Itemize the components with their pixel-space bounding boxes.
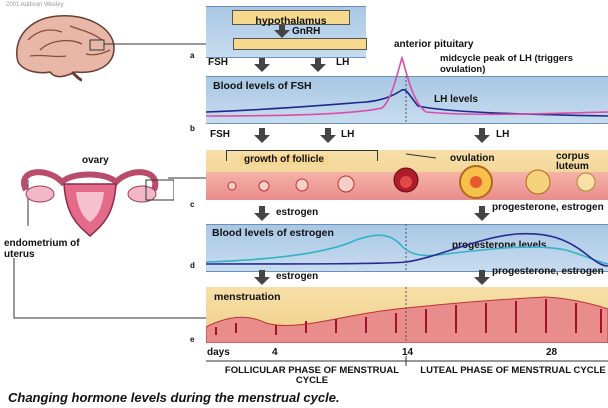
letter-d: d [190, 262, 195, 270]
down-arrow-icon [474, 213, 490, 221]
hypothalamus-box: hypothalamus [232, 10, 350, 25]
uterus-icon [6, 160, 174, 240]
estrogen-progesterone-graph [206, 224, 608, 270]
lh-label-left: LH [341, 130, 354, 140]
estrogen-label-c: estrogen [276, 208, 318, 218]
down-arrow-icon [474, 135, 490, 143]
letter-a: a [190, 52, 194, 60]
luteal-phase-label: LUTEAL PHASE OF MENSTRUAL CYCLE [418, 366, 608, 376]
down-arrow-icon [254, 213, 270, 221]
prog-estrogen-label-d: progesterone, estrogen [492, 267, 608, 277]
ovary-label: ovary [82, 156, 109, 166]
down-arrow-icon [254, 135, 270, 143]
follicular-phase-label: FOLLICULAR PHASE OF MENSTRUAL CYCLE [212, 366, 412, 386]
letter-e: e [190, 336, 194, 344]
endometrium-graphic [206, 287, 608, 343]
fsh-label: FSH [210, 130, 230, 140]
estrogen-line [206, 235, 608, 264]
lh-line [206, 58, 608, 116]
letter-b: b [190, 125, 195, 133]
anterior-pituitary-label: anterior pituitary [394, 40, 473, 50]
anterior-pituitary-box [233, 38, 367, 50]
fsh-lh-graph [206, 50, 608, 130]
figure-caption: Changing hormone levels during the menst… [8, 391, 340, 404]
down-arrow-icon [320, 135, 336, 143]
fsh-line [206, 90, 608, 116]
endometrium-label: endometrium of uterus [4, 238, 94, 260]
down-arrow-icon [274, 30, 290, 38]
letter-c: c [190, 201, 194, 209]
lh-label-right: LH [496, 130, 509, 140]
gnrh-label: GnRH [292, 27, 320, 37]
prog-estrogen-label-c: progesterone, estrogen [492, 203, 608, 213]
estrogen-label-d: estrogen [276, 272, 318, 282]
follicle-icon [206, 150, 608, 200]
down-arrow-icon [254, 277, 270, 285]
down-arrow-icon [474, 277, 490, 285]
